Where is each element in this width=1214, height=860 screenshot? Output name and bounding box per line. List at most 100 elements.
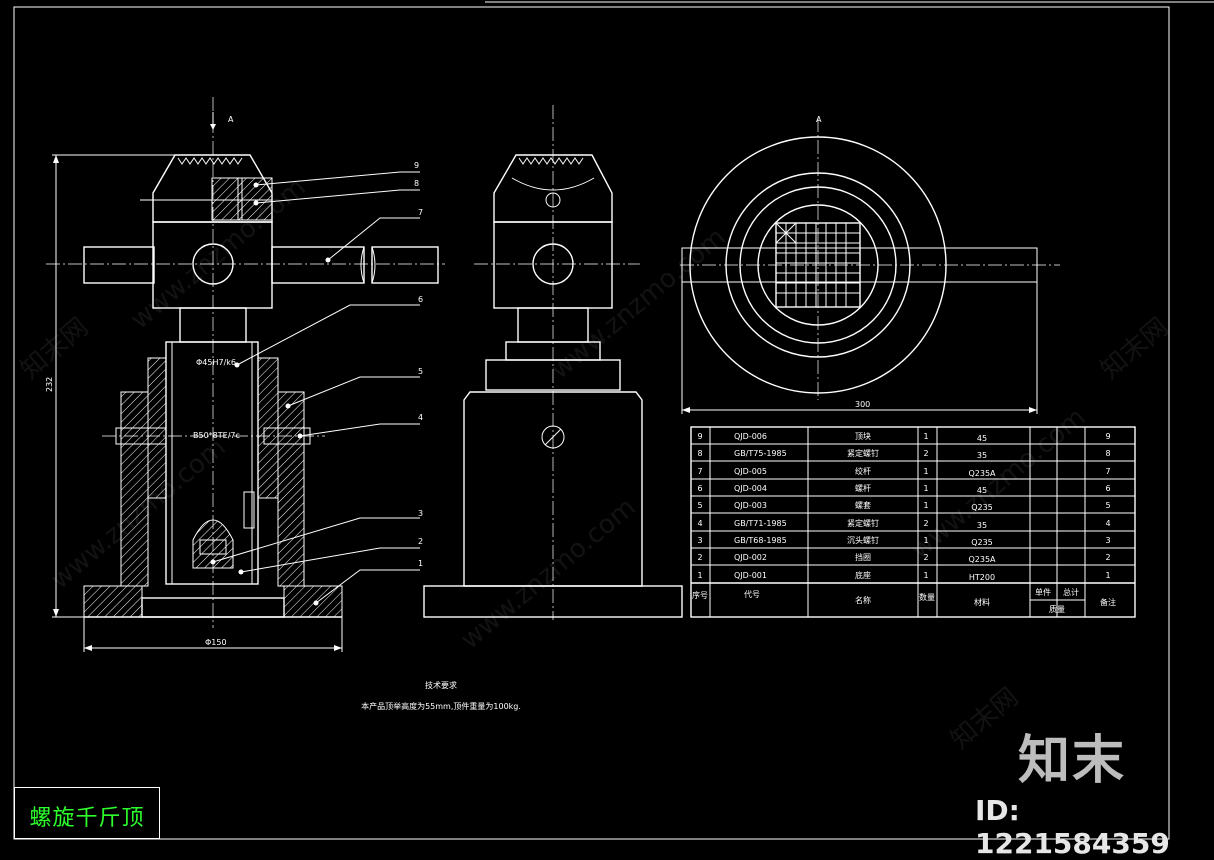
callout-5: 5 [418, 367, 423, 376]
dim-height: 232 [45, 377, 54, 392]
header-code: 代号 [744, 589, 760, 599]
section-mark-a-top: A [816, 115, 822, 124]
watermark-text: www.znzmo.com [455, 492, 641, 655]
svg-text:顶块: 顶块 [855, 431, 871, 441]
svg-text:3: 3 [697, 536, 702, 545]
svg-text:QJD-005: QJD-005 [734, 467, 767, 476]
svg-text:35: 35 [977, 451, 987, 460]
svg-text:Q235A: Q235A [968, 469, 996, 478]
svg-text:2: 2 [923, 519, 928, 528]
svg-text:2: 2 [923, 449, 928, 458]
base-wall-left [120, 391, 149, 587]
svg-text:QJD-002: QJD-002 [734, 553, 767, 562]
callout-9: 9 [414, 161, 419, 170]
svg-text:45: 45 [977, 486, 987, 495]
svg-text:HT200: HT200 [969, 573, 995, 582]
header-unit-weight: 单件 [1035, 587, 1051, 597]
svg-text:紧定螺钉: 紧定螺钉 [847, 518, 879, 528]
svg-text:5: 5 [697, 501, 702, 510]
watermark-text: www.znzmo.com [545, 222, 731, 385]
tech-body: 本产品顶举高度为55mm,顶件重量为100kg. [361, 701, 521, 711]
fit-label-upper: Φ45H7/k6 [196, 358, 236, 367]
table-row: 2 QJD-002 挡圈 2 Q235A 2 [697, 552, 1110, 564]
svg-text:1: 1 [1105, 571, 1110, 580]
callout-6: 6 [418, 295, 423, 304]
svg-text:6: 6 [1105, 484, 1110, 493]
table-row: 3 GB/T68-1985 沉头螺钉 1 Q235 3 [697, 535, 1110, 547]
svg-text:2: 2 [1105, 553, 1110, 562]
svg-text:1: 1 [923, 432, 928, 441]
drawing-title: 螺旋千斤顶 [29, 806, 145, 831]
header-name: 名称 [855, 595, 871, 605]
header-total-weight: 总计 [1063, 587, 1079, 597]
watermark-text-cn: 知末网 [945, 682, 1024, 755]
table-header: 序号 代号 名称 数量 材料 单件 总计 质量 备注 [692, 587, 1116, 614]
callout-1: 1 [418, 559, 423, 568]
callout-3: 3 [418, 509, 423, 518]
tech-requirements: 技术要求 本产品顶举高度为55mm,顶件重量为100kg. [361, 680, 521, 711]
header-remark: 备注 [1100, 597, 1116, 607]
svg-text:QJD-006: QJD-006 [734, 432, 767, 441]
svg-text:45: 45 [977, 434, 987, 443]
svg-text:QJD-001: QJD-001 [734, 571, 767, 580]
header-weight: 质量 [1049, 604, 1065, 614]
svg-text:QJD-004: QJD-004 [734, 484, 767, 493]
callout-8: 8 [414, 179, 419, 188]
table-row: 6 QJD-004 螺杆 1 45 6 [697, 483, 1110, 495]
front-section-view: A Φ45H7/k6 [45, 97, 445, 652]
side-view [423, 105, 683, 620]
top-view: A 300 [680, 115, 1060, 414]
svg-text:1: 1 [923, 501, 928, 510]
section-mark-a: A [228, 115, 234, 124]
table-row: 5 QJD-003 螺套 1 Q235 5 [697, 500, 1110, 512]
svg-text:2: 2 [697, 553, 702, 562]
svg-text:Q235A: Q235A [968, 555, 996, 564]
svg-text:Q235: Q235 [971, 503, 993, 512]
svg-text:4: 4 [1105, 519, 1110, 528]
svg-text:4: 4 [697, 519, 702, 528]
dim-base-width: Φ150 [205, 638, 227, 647]
svg-text:2: 2 [923, 553, 928, 562]
svg-text:螺杆: 螺杆 [855, 483, 871, 493]
title-block: 螺旋千斤顶 [14, 787, 160, 839]
svg-text:7: 7 [697, 467, 702, 476]
tech-heading: 技术要求 [425, 680, 457, 690]
fit-label-thread: B50*8TE/7c [193, 431, 240, 440]
callout-4: 4 [418, 413, 423, 422]
svg-text:5: 5 [1105, 501, 1110, 510]
svg-text:1: 1 [923, 484, 928, 493]
dim-top-width: 300 [855, 400, 870, 409]
svg-text:7: 7 [1105, 467, 1110, 476]
svg-text:35: 35 [977, 521, 987, 530]
svg-text:GB/T75-1985: GB/T75-1985 [734, 449, 787, 458]
svg-text:1: 1 [697, 571, 702, 580]
drawing-id: ID: 1221584359 [975, 794, 1170, 860]
callout-2: 2 [418, 537, 423, 546]
svg-text:1: 1 [923, 536, 928, 545]
svg-text:QJD-003: QJD-003 [734, 501, 767, 510]
svg-text:GB/T71-1985: GB/T71-1985 [734, 519, 787, 528]
table-row: 7 QJD-005 绞杆 1 Q235A 7 [697, 466, 1110, 478]
svg-text:3: 3 [1105, 536, 1110, 545]
knurl-grid [775, 222, 860, 307]
svg-text:GB/T68-1985: GB/T68-1985 [734, 536, 787, 545]
svg-text:挡圈: 挡圈 [855, 552, 871, 562]
svg-text:1: 1 [923, 467, 928, 476]
brand-logo-text: 知末 [1018, 731, 1127, 791]
watermark-text-cn: 知末网 [1095, 312, 1174, 385]
table-row: 4 GB/T71-1985 紧定螺钉 2 35 4 [697, 518, 1110, 530]
parts-table: 9 QJD-006 顶块 1 45 9 8 GB/T75-1985 紧定螺钉 2… [690, 426, 1136, 618]
svg-text:绞杆: 绞杆 [855, 466, 871, 476]
svg-text:6: 6 [697, 484, 702, 493]
table-row: 8 GB/T75-1985 紧定螺钉 2 35 8 [697, 448, 1110, 460]
svg-text:沉头螺钉: 沉头螺钉 [847, 535, 879, 545]
watermark-layer: www.znzmo.com www.znzmo.com www.znzmo.co… [15, 172, 1174, 755]
drawing-frame [13, 6, 1170, 840]
svg-text:8: 8 [1105, 449, 1110, 458]
svg-text:1: 1 [923, 571, 928, 580]
watermark-text-cn: 知末网 [15, 312, 94, 385]
header-material: 材料 [974, 597, 990, 607]
base-wall-right [277, 391, 305, 587]
header-qty: 数量 [919, 592, 935, 602]
